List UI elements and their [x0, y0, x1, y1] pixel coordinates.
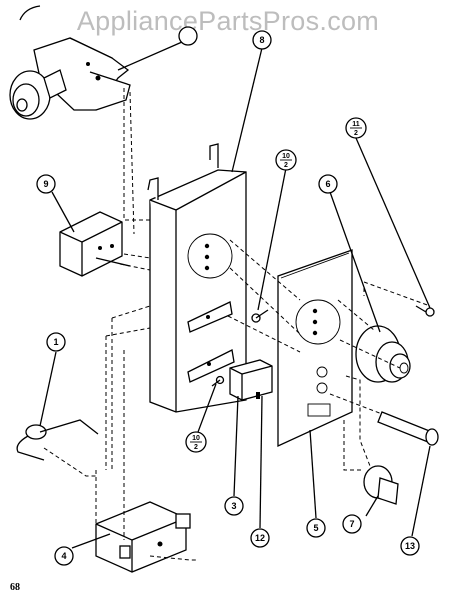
selector-knob-part: [363, 465, 399, 505]
fraction-callout-10-2-upper: 10 2: [275, 149, 297, 171]
svg-text:10: 10: [282, 153, 290, 160]
screw-part: [251, 309, 269, 323]
callout-8: 8: [252, 30, 272, 50]
svg-text:3: 3: [231, 501, 236, 511]
callout-5: 5: [306, 518, 326, 538]
motor-part: [9, 5, 131, 120]
leader-timer: [71, 533, 111, 549]
leader-screw-1: [257, 167, 287, 311]
svg-text:9: 9: [43, 179, 48, 189]
screw-part: [415, 305, 435, 317]
leader-motor: [117, 41, 183, 71]
bracket-panel-part: [147, 143, 247, 413]
leader-screw-3: [197, 383, 217, 433]
svg-text:4: 4: [61, 551, 66, 561]
callout-6: 6: [318, 174, 338, 194]
switch-part: [59, 211, 131, 277]
leader-knob: [329, 191, 381, 333]
svg-text:2: 2: [284, 162, 288, 169]
svg-text:2: 2: [194, 444, 198, 451]
watermark: AppliancePartsPros.com: [76, 6, 380, 36]
page-number: 68: [10, 582, 20, 593]
svg-text:6: 6: [325, 179, 330, 189]
callout-9: 9: [36, 174, 56, 194]
alignment-lines: [43, 88, 431, 561]
svg-text:1: 1: [53, 337, 58, 347]
svg-text:13: 13: [405, 541, 415, 551]
fraction-callout-10-2-lower: 10 2: [185, 431, 207, 453]
callout-7: 7: [342, 514, 362, 534]
svg-text:8: 8: [259, 35, 264, 45]
callout-4: 4: [54, 546, 74, 566]
svg-text:7: 7: [349, 519, 354, 529]
svg-text:2: 2: [354, 130, 358, 137]
svg-text:11: 11: [352, 121, 360, 128]
screw-part: [211, 375, 225, 387]
relay-part: [229, 359, 273, 401]
leader-panel: [231, 47, 263, 173]
callout-12: 12: [250, 528, 270, 548]
svg-text:5: 5: [313, 523, 318, 533]
leader-screw-2: [355, 137, 431, 309]
leader-relay-bracket: [259, 395, 263, 529]
fraction-callout-11-2: 11 2: [345, 117, 367, 139]
leader-switch: [51, 191, 75, 233]
svg-text:12: 12: [255, 533, 265, 543]
leader-shaft: [411, 445, 431, 537]
leader-plate: [309, 429, 317, 519]
svg-text:10: 10: [192, 435, 200, 442]
knob-part: [355, 325, 411, 383]
callout-13: 13: [400, 536, 420, 556]
leader-thermostat: [39, 351, 57, 427]
shaft-part: [377, 411, 439, 446]
leader-selector: [365, 495, 379, 517]
timer-part: [95, 501, 191, 573]
callout-3: 3: [224, 496, 244, 516]
escutcheon-plate-part: [277, 249, 353, 448]
leader-relay: [233, 395, 239, 497]
callout-motor-part: [178, 26, 198, 46]
thermostat-part: [16, 419, 99, 461]
callout-1: 1: [46, 332, 66, 352]
